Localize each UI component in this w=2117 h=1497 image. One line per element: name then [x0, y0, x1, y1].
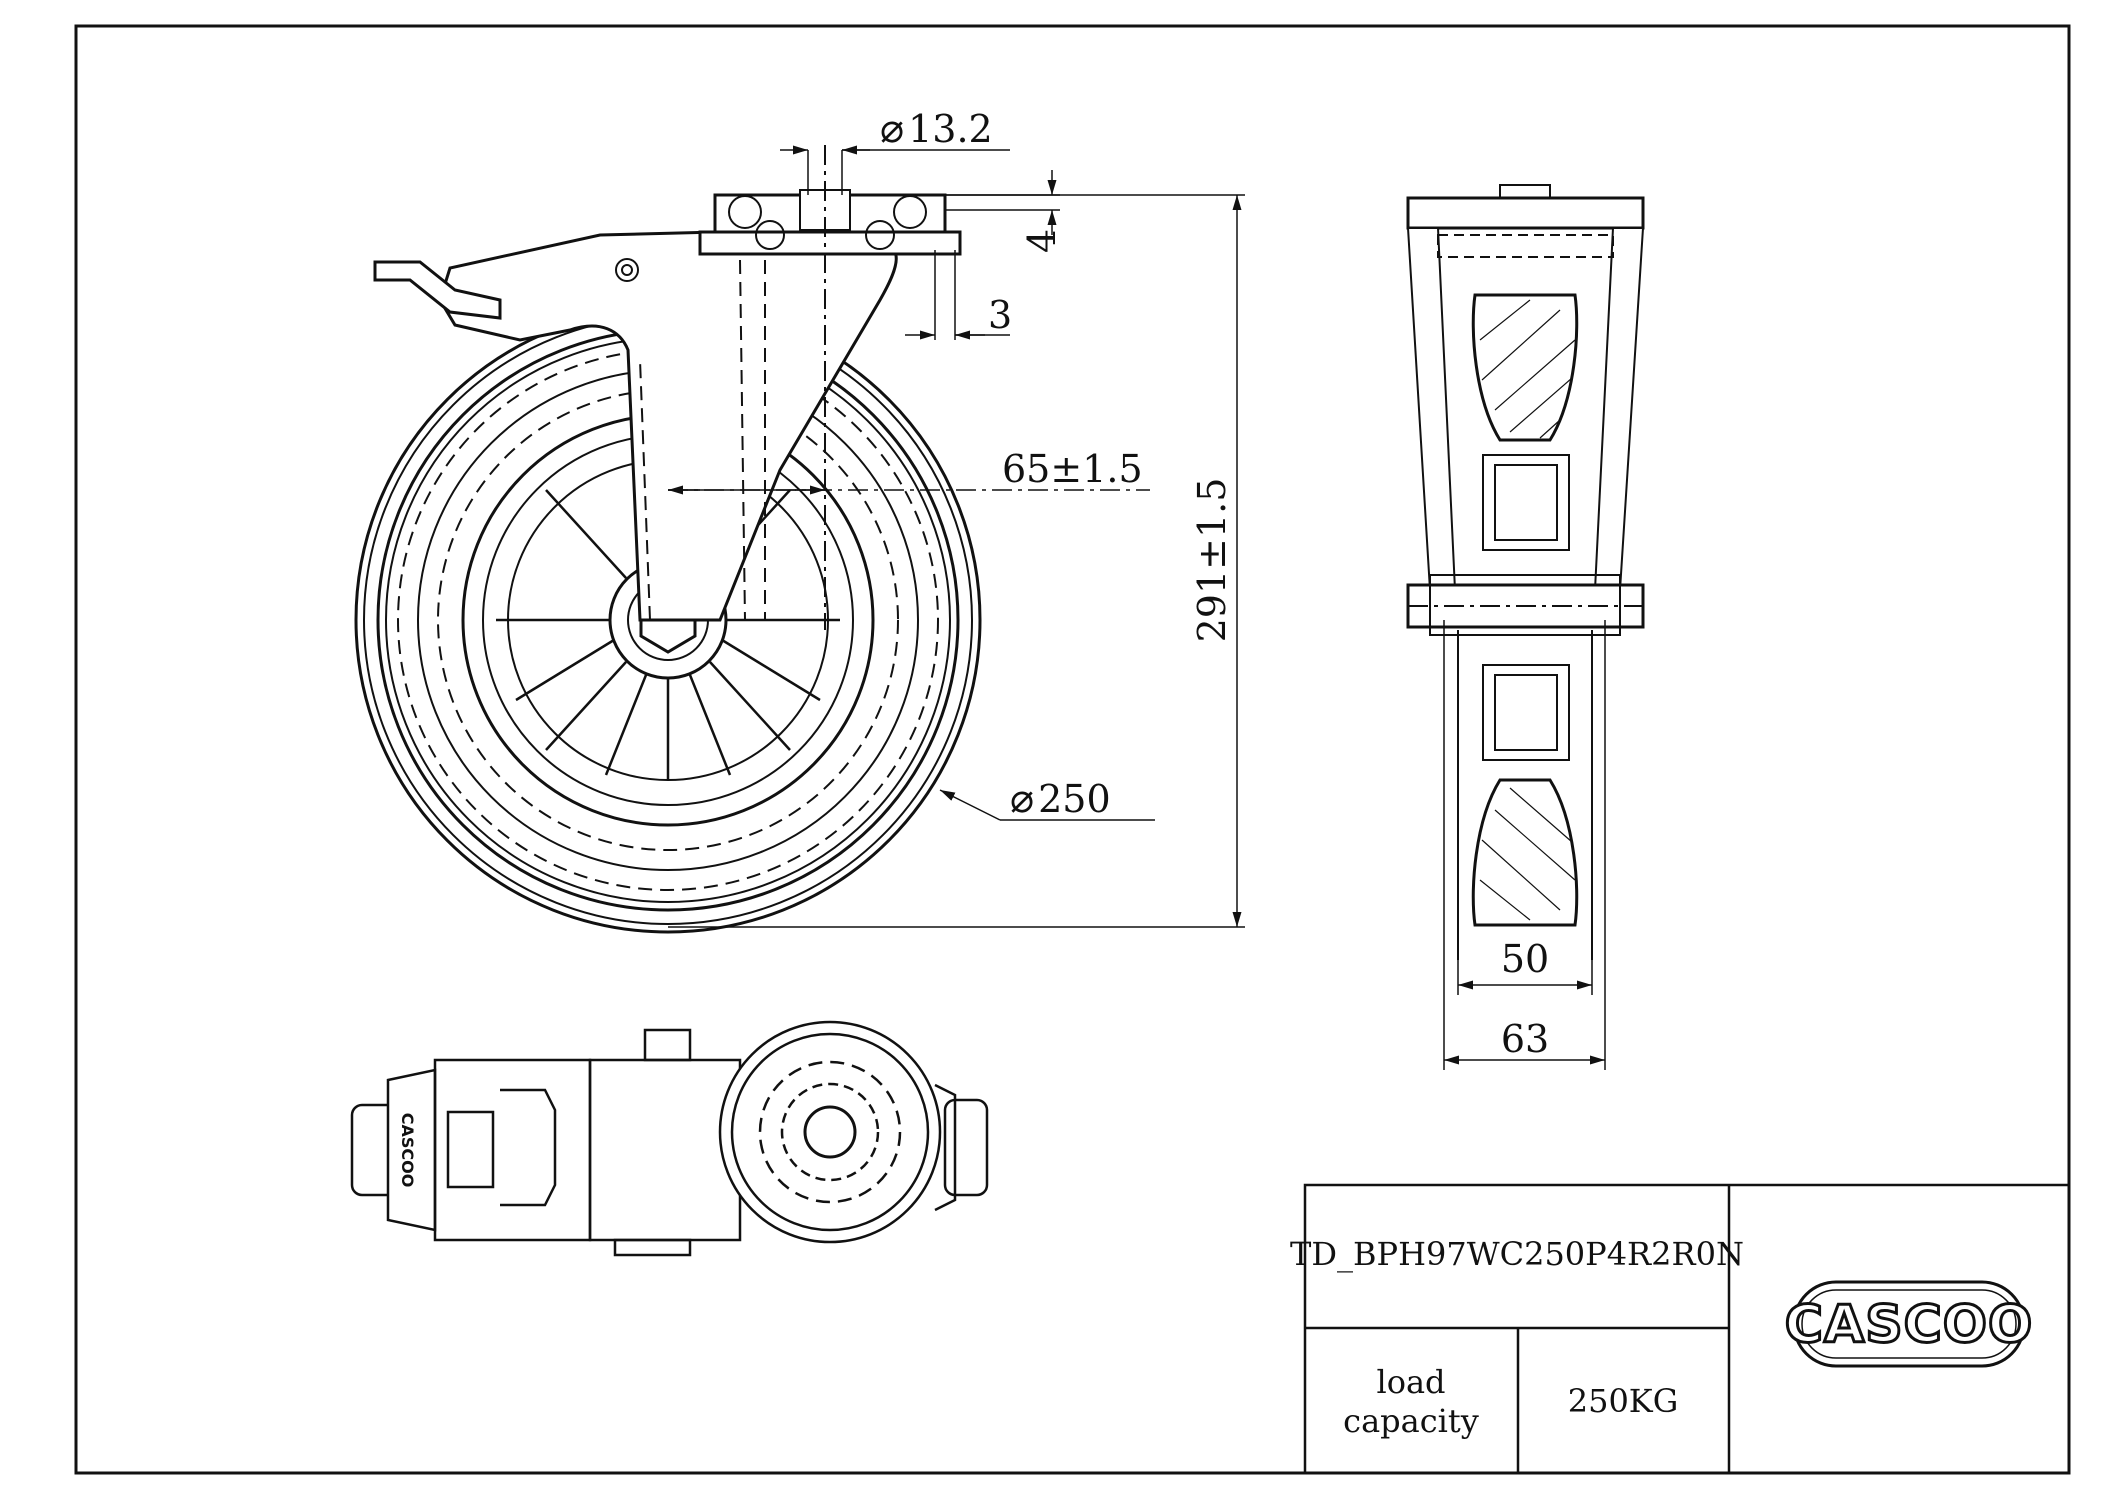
dim-bolt-hole-diameter: ⌀13.2: [880, 106, 993, 152]
dim-tread-width: 50: [1501, 937, 1549, 981]
dim-plate-thickness: 4: [1020, 229, 1064, 253]
dim-overall-height: 291±1.5: [1190, 478, 1234, 643]
front-view-dimensions: [668, 145, 1245, 928]
load-capacity-label-line2: capacity: [1343, 1402, 1479, 1440]
dim-swivel-offset: 65±1.5: [1002, 447, 1143, 491]
part-number: TD_BPH97WC250P4R2R0N: [1290, 1235, 1744, 1273]
dim-overall-width: 63: [1501, 1017, 1549, 1061]
load-capacity-value: 250KG: [1568, 1382, 1679, 1420]
dim-offset-small: 3: [988, 293, 1012, 337]
title-block: [1303, 1183, 2071, 1475]
drawing-border: [74, 24, 2071, 1475]
svg-text:CASCOO: CASCOO: [1785, 1295, 2033, 1355]
load-capacity-label: load: [1376, 1363, 1445, 1401]
side-view: [1406, 184, 1645, 960]
company-logo: CASCOO: [1783, 1280, 2034, 1368]
side-view-dimensions: [1443, 620, 1606, 1070]
top-view-stamp: CASCOO: [398, 1113, 417, 1188]
dim-wheel-diameter: ⌀250: [1010, 776, 1111, 822]
front-view: [354, 145, 1150, 934]
top-view: [350, 1020, 989, 1257]
